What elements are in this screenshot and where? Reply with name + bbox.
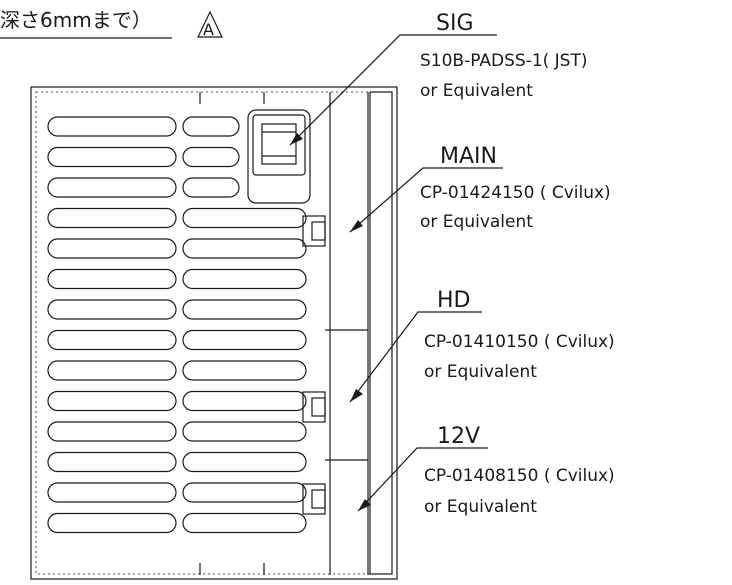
12v-name: 12V [437,424,480,449]
12v-connector-latch [302,483,326,515]
vent-slot [47,146,177,168]
vent-slot [47,451,177,473]
vent-slot [47,482,177,503]
vent-slot [182,116,240,137]
hd-leader [349,311,433,403]
vent-slot [47,360,177,381]
vent-slot [182,329,307,351]
vent-slot [47,238,177,259]
vent-slot [47,512,177,534]
vent-slot [182,268,307,290]
hd-name: HD [437,288,470,313]
vent-slot [47,390,177,412]
sig-name: SIG [436,11,474,36]
vent-slot [182,207,307,229]
vent-slot [47,421,177,442]
vent-slot [47,329,177,351]
vent-slots [47,116,307,534]
sig-leader [289,34,415,146]
main-leader [349,167,440,233]
enclosure [30,86,398,580]
vent-slot [182,482,307,503]
vent-slot [47,207,177,229]
sig-part: S10B-PADSS-1( JST) [420,51,588,71]
vent-slot [47,299,177,320]
vent-slot [182,177,240,198]
vent-slot [182,146,240,168]
12v-part: CP-01408150 ( Cvilux) [424,466,615,486]
main-connector-latch [302,215,326,247]
vent-slot [182,360,307,381]
main-part: CP-01424150 ( Cvilux) [420,183,611,203]
vent-slot [182,512,307,534]
vent-slot [182,421,307,442]
main-alt: or Equivalent [420,212,533,232]
sig-connector [247,109,311,204]
12v-leader [357,447,432,512]
vent-slot [182,238,307,259]
12v-alt: or Equivalent [424,497,537,517]
vent-slot [47,116,177,137]
header-note: 深さ6mmまで） [0,8,152,32]
revision-mark: A [203,20,214,39]
sig-alt: or Equivalent [420,81,533,101]
revision-triangle: A [197,10,223,39]
vent-slot [182,299,307,320]
vent-slot [182,451,307,473]
hd-alt: or Equivalent [424,362,537,382]
hd-connector-latch [302,391,326,423]
hd-part: CP-01410150 ( Cvilux) [424,332,615,352]
vent-slot [182,390,307,412]
main-name: MAIN [440,144,497,169]
vent-slot [47,268,177,290]
vent-slot [47,177,177,198]
